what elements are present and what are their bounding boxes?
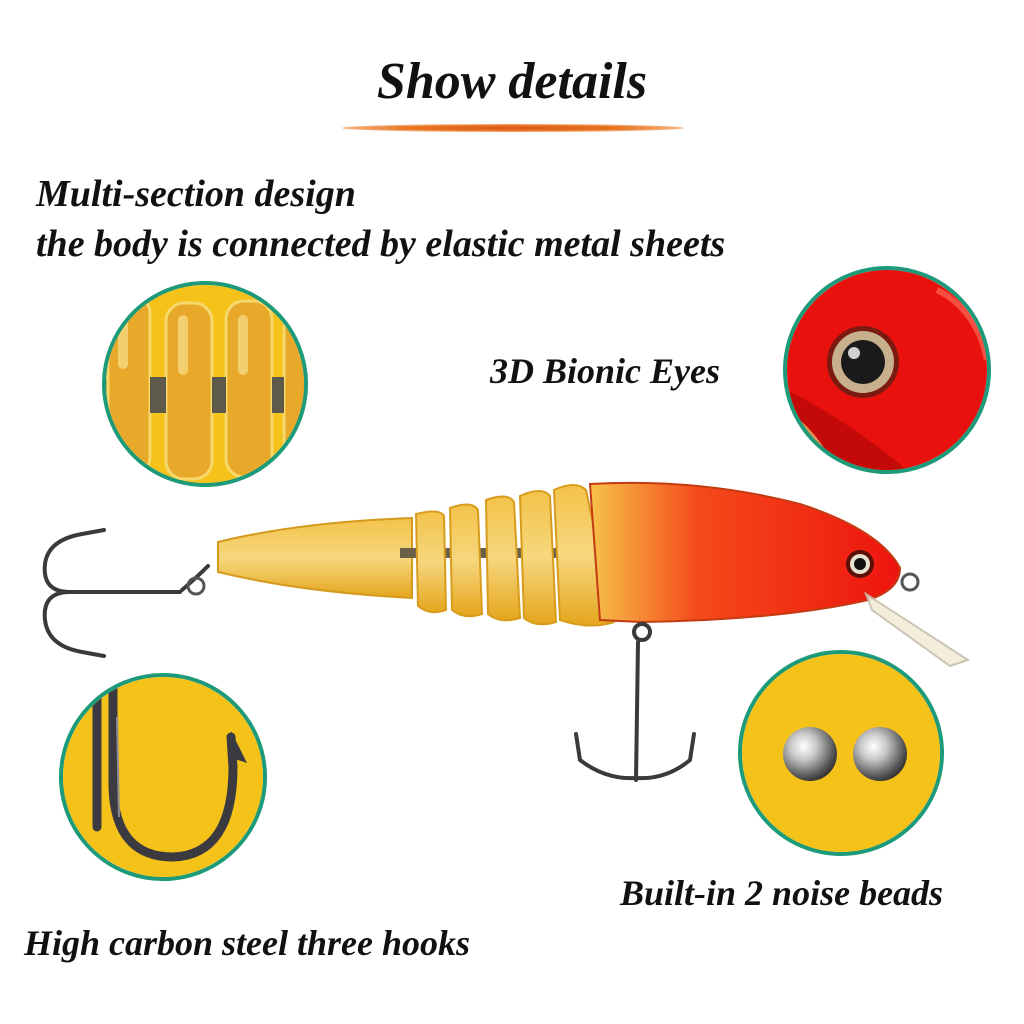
feature-multi-section-heading: Multi-section design: [36, 173, 356, 215]
feature-hooks-label: High carbon steel three hooks: [24, 923, 471, 963]
front-split-ring: [900, 572, 920, 592]
title-underline: [342, 124, 684, 132]
noise-beads-icon: [742, 654, 940, 852]
hook-detail-image: [59, 673, 267, 881]
body-detail-image: [102, 281, 308, 487]
beads-detail-image: [738, 650, 944, 856]
page-title: Show details: [376, 53, 648, 110]
feature-beads-label: Built-in 2 noise beads: [620, 873, 944, 913]
bionic-eye-icon: [787, 270, 987, 470]
treble-hook-icon: [63, 677, 263, 877]
eye-detail-image: [783, 266, 991, 474]
rear-split-ring: [186, 576, 206, 596]
segmented-body-icon: [106, 285, 304, 483]
fishing-lure-icon: [42, 481, 971, 782]
feature-multi-section-description: the body is connected by elastic metal s…: [36, 223, 726, 265]
feature-eyes-label: 3D Bionic Eyes: [490, 351, 720, 391]
